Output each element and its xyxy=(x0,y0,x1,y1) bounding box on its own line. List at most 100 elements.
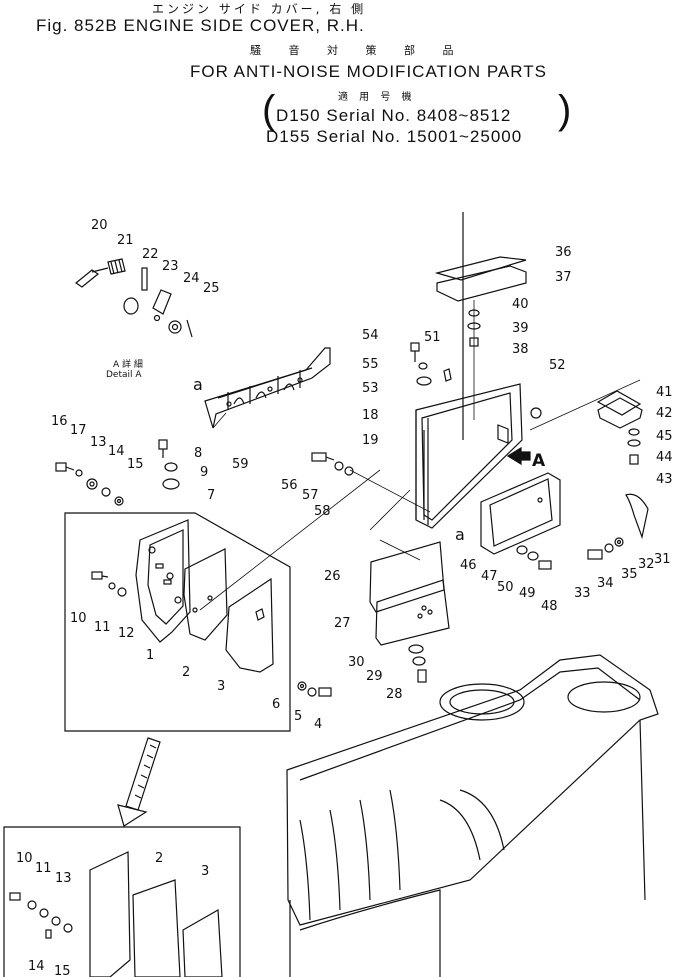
callout-56: 56 xyxy=(281,478,298,493)
callout-5: 5 xyxy=(294,709,302,724)
kanji-subtitle: 騒 音 対 策 部 品 xyxy=(250,44,466,57)
inset-callout-14: 14 xyxy=(28,959,45,974)
inset-callout-10: 10 xyxy=(16,851,33,866)
panel-27 xyxy=(375,579,450,646)
callout-37: 37 xyxy=(555,270,572,285)
callout-24: 24 xyxy=(183,271,200,286)
callout-3: 3 xyxy=(217,679,225,694)
callout-52: 52 xyxy=(549,358,566,373)
callout-25: 25 xyxy=(203,281,220,296)
callout-38: 38 xyxy=(512,342,529,357)
cover-panel-3 xyxy=(225,577,274,673)
reference-a-right: a xyxy=(455,525,465,544)
subtitle: FOR ANTI-NOISE MODIFICATION PARTS xyxy=(190,62,547,81)
reference-a-left: a xyxy=(193,375,203,394)
callout-2: 2 xyxy=(182,665,190,680)
lower-inset xyxy=(3,826,241,977)
fasteners-56-57-58 xyxy=(311,452,354,476)
inset-callout-11: 11 xyxy=(35,861,52,876)
callout-18: 18 xyxy=(362,408,379,423)
callout-11: 11 xyxy=(94,620,111,635)
fasteners-48-49-50 xyxy=(516,545,552,570)
callout-57: 57 xyxy=(302,488,319,503)
callout-43: 43 xyxy=(656,472,673,487)
callout-10: 10 xyxy=(70,611,87,626)
inset-callout-2: 2 xyxy=(155,851,163,866)
callout-41: 41 xyxy=(656,385,673,400)
bolts-13-to-17 xyxy=(55,462,124,506)
callout-19: 19 xyxy=(362,433,379,448)
callout-55: 55 xyxy=(362,357,379,372)
callout-49: 49 xyxy=(519,586,536,601)
detail-a-inset-frame xyxy=(64,512,291,732)
callout-27: 27 xyxy=(334,616,351,631)
callout-35: 35 xyxy=(621,567,638,582)
bolts-4-5-6 xyxy=(297,681,332,697)
callout-58: 58 xyxy=(314,504,331,519)
callout-8: 8 xyxy=(194,446,202,461)
callout-15: 15 xyxy=(127,457,144,472)
callout-34: 34 xyxy=(597,576,614,591)
cover-panel-2 xyxy=(183,548,228,641)
callout-39: 39 xyxy=(512,321,529,336)
callout-13: 13 xyxy=(90,435,107,450)
view-a-arrow xyxy=(506,446,531,466)
callout-48: 48 xyxy=(541,599,558,614)
fasteners-43-44-45 xyxy=(627,428,641,465)
callout-46: 46 xyxy=(460,558,477,573)
plate-46-47 xyxy=(480,472,561,555)
callout-28: 28 xyxy=(386,687,403,702)
inset-callout-3: 3 xyxy=(201,864,209,879)
callout-12: 12 xyxy=(118,626,135,641)
callout-16: 16 xyxy=(51,414,68,429)
serial-line-d155: D155 Serial No. 15001~25000 xyxy=(266,127,523,146)
cover-panel-1 xyxy=(135,519,191,643)
callout-9: 9 xyxy=(200,465,208,480)
inset-pointer-arrow xyxy=(117,737,161,827)
callout-20: 20 xyxy=(91,218,108,233)
callout-6: 6 xyxy=(272,697,280,712)
engine-hood xyxy=(286,654,659,977)
applicable-label: 適 用 号 機 xyxy=(338,92,416,103)
callout-23: 23 xyxy=(162,259,179,274)
latch-31-to-35 xyxy=(587,493,649,560)
inset-callout-labels: 10 11 13 14 15 2 3 xyxy=(16,851,209,977)
callout-53: 53 xyxy=(362,381,379,396)
callout-51: 51 xyxy=(424,330,441,345)
callout-33: 33 xyxy=(574,586,591,601)
fasteners-51-to-55 xyxy=(410,342,452,386)
callout-22: 22 xyxy=(142,247,159,262)
callout-32: 32 xyxy=(638,557,655,572)
callout-26: 26 xyxy=(324,569,341,584)
katakana-title: エンジン サイド カバー, 右 側 xyxy=(152,2,367,16)
callout-44: 44 xyxy=(656,450,673,465)
view-a-label: A xyxy=(532,451,546,471)
callout-31: 31 xyxy=(654,552,671,567)
callout-1: 1 xyxy=(146,648,154,663)
callout-29: 29 xyxy=(366,669,383,684)
callout-7: 7 xyxy=(207,488,215,503)
fasteners-28-29-30 xyxy=(408,644,427,683)
detail-a-japanese: A 詳 細 xyxy=(113,358,143,370)
panel-26 xyxy=(369,541,445,613)
callout-47: 47 xyxy=(481,569,498,584)
pad-36-37 xyxy=(434,256,527,302)
paren-close: ) xyxy=(558,88,573,132)
callout-36: 36 xyxy=(555,245,572,260)
side-cover-panel-18-19 xyxy=(415,383,523,529)
callout-42: 42 xyxy=(656,406,673,421)
callout-45: 45 xyxy=(656,429,673,444)
callout-labels: 20 21 22 23 24 25 59 16 17 13 14 15 8 9 … xyxy=(51,218,673,732)
bracket-59 xyxy=(204,347,331,429)
callout-30: 30 xyxy=(348,655,365,670)
callout-54: 54 xyxy=(362,328,379,343)
figure-title: Fig. 852B ENGINE SIDE COVER, R.H. xyxy=(36,16,365,35)
detail-a-english: Detail A xyxy=(106,370,142,380)
inset-callout-15: 15 xyxy=(54,964,71,977)
bolts-10-11-12 xyxy=(91,571,127,597)
callout-17: 17 xyxy=(70,423,87,438)
leader-lines xyxy=(199,300,641,611)
serial-line-d150: D150 Serial No. 8408~8512 xyxy=(276,106,512,125)
callout-59: 59 xyxy=(232,457,249,472)
